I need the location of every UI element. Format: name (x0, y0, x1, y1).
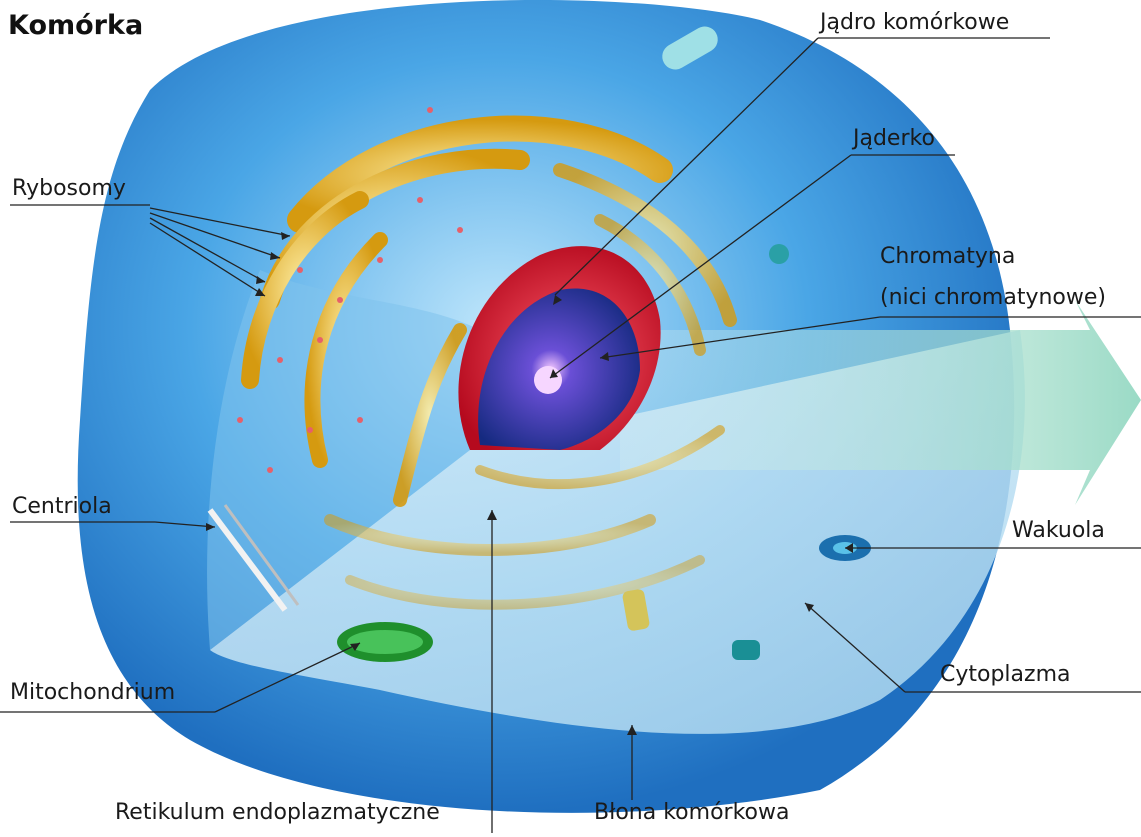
label-chromatin: Chromatyna (880, 244, 1015, 270)
label-mitochondrium: Mitochondrium (10, 680, 175, 706)
label-nucleus: Jądro komórkowe (820, 10, 1009, 36)
label-centriole: Centriola (12, 494, 112, 520)
label-nucleolus: Jąderko (853, 126, 935, 152)
diagram-title: Komórka (8, 10, 143, 41)
vesicle-right (769, 244, 789, 264)
label-membrane: Błona komórkowa (594, 800, 789, 826)
nucleolus (534, 366, 562, 394)
label-cytoplasm: Cytoplazma (940, 662, 1071, 688)
label-chromatin-sub: (nici chromatynowe) (880, 285, 1106, 311)
mitochondrium-inner (347, 630, 423, 654)
label-er: Retikulum endoplazmatyczne (115, 800, 440, 826)
cylinder-organelle (732, 640, 760, 660)
label-vacuole: Wakuola (1012, 518, 1105, 544)
label-ribosomes: Rybosomy (12, 176, 126, 202)
